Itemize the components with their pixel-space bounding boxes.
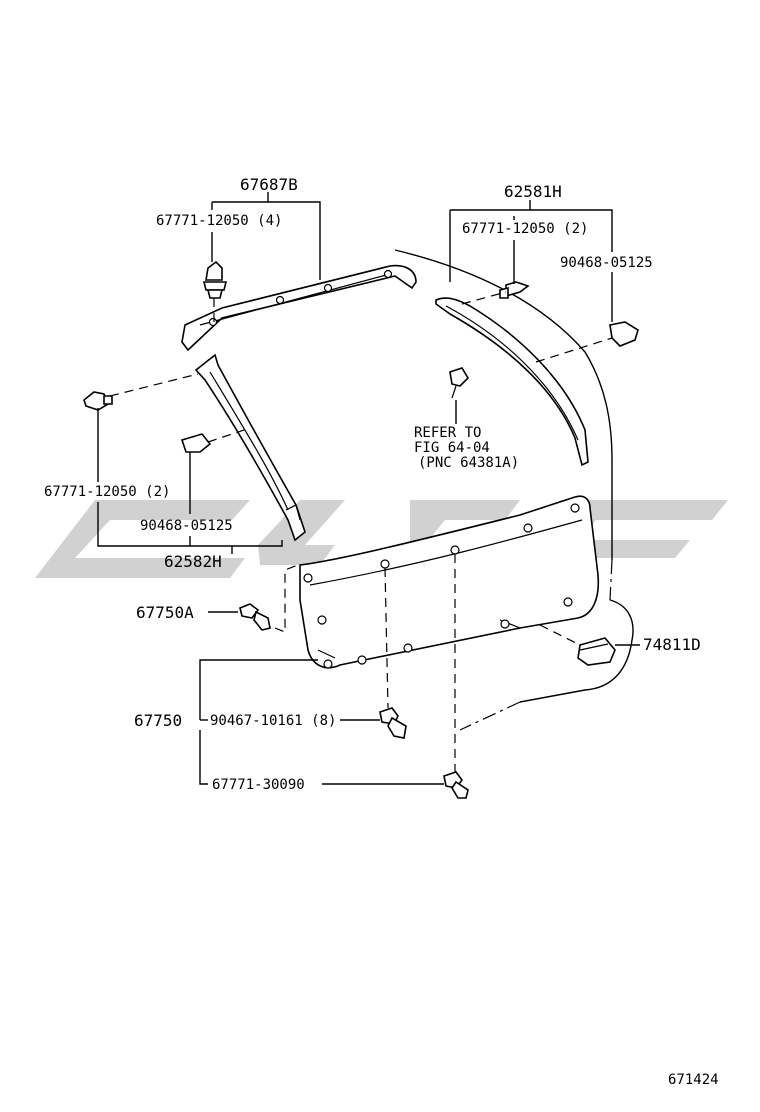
pillar-garnish-62582H [194, 353, 306, 542]
clip-67771-30090 [443, 771, 469, 799]
label-74811D: 74811D [643, 635, 701, 654]
clip-67771-12050-left [83, 391, 113, 411]
label-refer-line1: REFER TO [414, 425, 481, 441]
label-67750: 67750 [134, 711, 182, 730]
upper-garnish-67687B [181, 264, 417, 352]
label-67771-12050-4: 67771-12050 (4) [156, 213, 282, 229]
clip-90468-05125-left [180, 433, 212, 453]
label-refer-line2: FIG 64-04 [414, 440, 490, 456]
label-67750A: 67750A [136, 603, 194, 622]
label-refer-line3: (PNC 64381A) [418, 455, 519, 471]
clip-67771-12050-upper [202, 260, 228, 299]
leader-lines [97, 192, 640, 785]
label-90467-10161-8: 90467-10161 (8) [210, 713, 336, 729]
clip-90467-10161 [379, 707, 407, 739]
clip-90468-05125-right [609, 321, 639, 347]
trim-board-67750 [299, 495, 600, 669]
label-67687B: 67687B [240, 175, 298, 194]
assembly-lines [109, 291, 613, 772]
clip-67750A [239, 603, 271, 631]
bracket-ref-64381A [449, 367, 470, 399]
label-62582H: 62582H [164, 552, 222, 571]
pad-74811D [577, 637, 616, 666]
label-90468-05125-left: 90468-05125 [140, 518, 233, 534]
label-90468-05125-top: 90468-05125 [560, 255, 653, 271]
label-62581H: 62581H [504, 182, 562, 201]
label-67771-30090: 67771-30090 [212, 777, 305, 793]
label-67771-12050-2-left: 67771-12050 (2) [44, 484, 170, 500]
figure-number: 671424 [668, 1072, 719, 1088]
label-67771-12050-2-top: 67771-12050 (2) [462, 221, 588, 237]
